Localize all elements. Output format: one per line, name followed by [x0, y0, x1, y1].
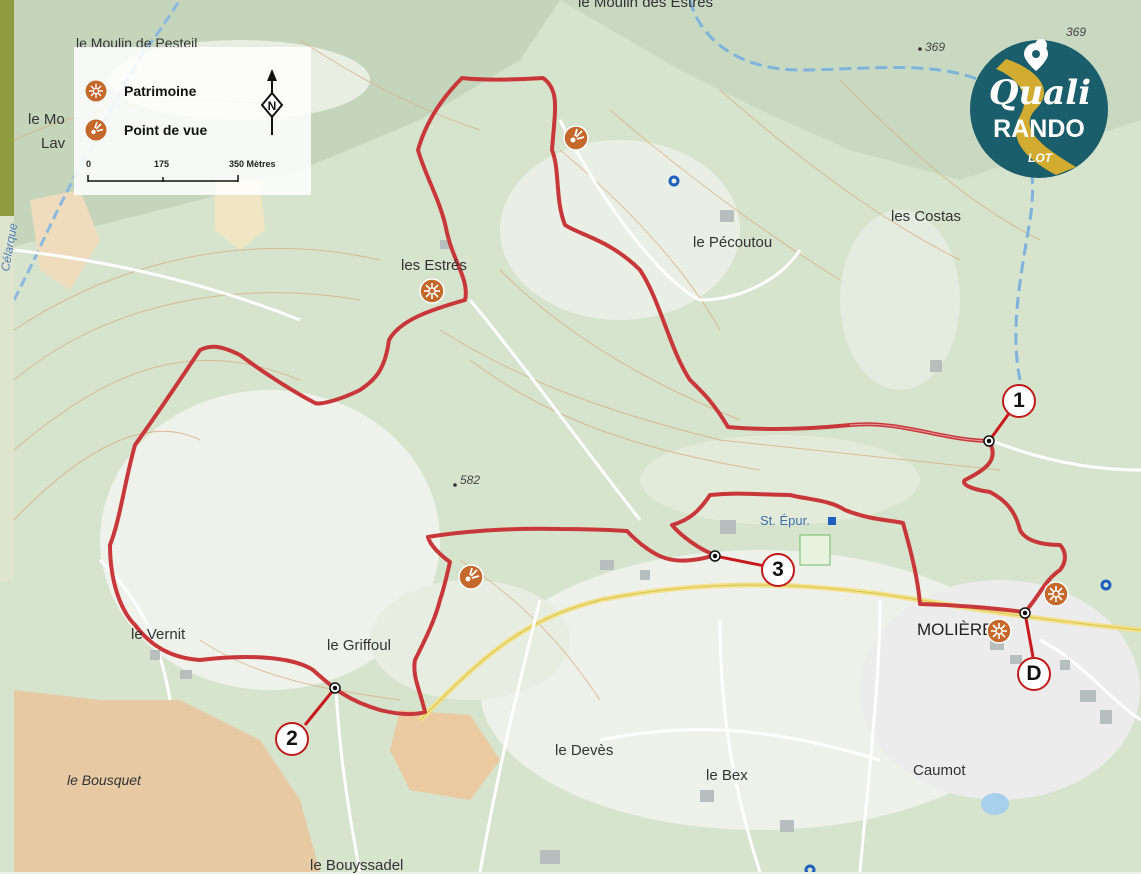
scale-bar — [87, 175, 239, 182]
elevation-label: 582 — [460, 473, 481, 487]
legend-label: Patrimoine — [124, 83, 197, 99]
viewpoint-icon — [85, 119, 107, 141]
pond — [981, 793, 1009, 815]
place-label: le Griffoul — [327, 637, 391, 654]
place-label: les Estrés — [401, 257, 467, 274]
buildings — [150, 210, 1112, 864]
village-label: MOLIÈRES — [917, 620, 1005, 639]
north-arrow-icon: N — [260, 69, 284, 135]
side-band-light — [0, 216, 14, 581]
elevation-label: 369 — [925, 40, 946, 54]
place-label: Lav — [41, 135, 66, 152]
place-label: les Costas — [891, 208, 962, 225]
clearing — [370, 580, 570, 700]
spring-icon — [668, 175, 1112, 872]
place-label: le Mo — [28, 111, 65, 128]
sewage-plant — [799, 534, 831, 566]
minor-roads — [13, 119, 1141, 872]
heritage-icon[interactable] — [418, 277, 446, 305]
waypoint-dots — [329, 435, 1031, 694]
elevation-point — [453, 483, 457, 487]
heritage-icon[interactable] — [1042, 580, 1070, 608]
side-band — [0, 0, 14, 216]
place-label: le Pécoutou — [693, 234, 773, 251]
qualirando-logo: Quali RANDO LOT — [966, 39, 1112, 179]
clearing — [500, 140, 740, 320]
heritage-icon — [85, 80, 107, 102]
clearing — [640, 435, 920, 525]
route-highlight — [849, 423, 990, 442]
logo-text-lot: LOT — [1028, 151, 1052, 165]
place-label: le Devès — [555, 742, 614, 759]
field-tan — [215, 180, 265, 250]
waypoint-marker-1[interactable]: 1 — [1002, 384, 1036, 418]
clearing — [100, 390, 440, 690]
map-legend: Patrimoine Point de vue N 0 175 350 Mètr… — [74, 47, 311, 195]
place-label: le Bousquet — [67, 772, 141, 788]
viewpoint-icon[interactable] — [457, 563, 485, 591]
waypoint-marker-3[interactable]: 3 — [761, 553, 795, 587]
north-label: N — [268, 99, 277, 113]
place-label: le Moulin des Estres — [578, 0, 714, 11]
stream — [688, 0, 1035, 381]
scale-tick-label: 175 — [154, 159, 170, 169]
facility-label: St. Épur. — [760, 513, 810, 528]
place-label: le Bex — [706, 767, 748, 784]
legend-label: Point de vue — [124, 122, 208, 138]
place-label: Caumot — [913, 762, 966, 779]
waypoint-connectors — [303, 411, 1035, 726]
legend-item-viewpoint: Point de vue — [84, 118, 207, 142]
place-label: le Vernit — [131, 626, 186, 643]
logo-badge — [970, 39, 1108, 178]
sewage-plant-icon — [828, 517, 836, 525]
logo-text-quali: Quali — [988, 73, 1092, 113]
elevation-point — [918, 47, 922, 51]
clearing — [860, 580, 1140, 800]
field-tan — [390, 710, 500, 800]
logo-text-rando: RANDO — [993, 115, 1085, 143]
clearing — [840, 210, 960, 390]
field-tan — [14, 690, 320, 872]
scale-tick-label: 350 Mètres — [229, 159, 276, 169]
elevation-label: 369 — [1066, 25, 1087, 39]
main-road-edge — [419, 584, 1141, 721]
heritage-icon[interactable] — [985, 617, 1013, 645]
waypoint-marker-2[interactable]: 2 — [275, 722, 309, 756]
legend-item-heritage: Patrimoine — [84, 79, 196, 103]
hiking-route — [108, 76, 1067, 717]
place-label: le Bouyssadel — [310, 857, 404, 874]
field-tan — [30, 190, 100, 290]
viewpoint-icon[interactable] — [562, 124, 590, 152]
waypoint-marker-start[interactable]: D — [1017, 657, 1051, 691]
scale-tick-label: 0 — [86, 159, 92, 169]
